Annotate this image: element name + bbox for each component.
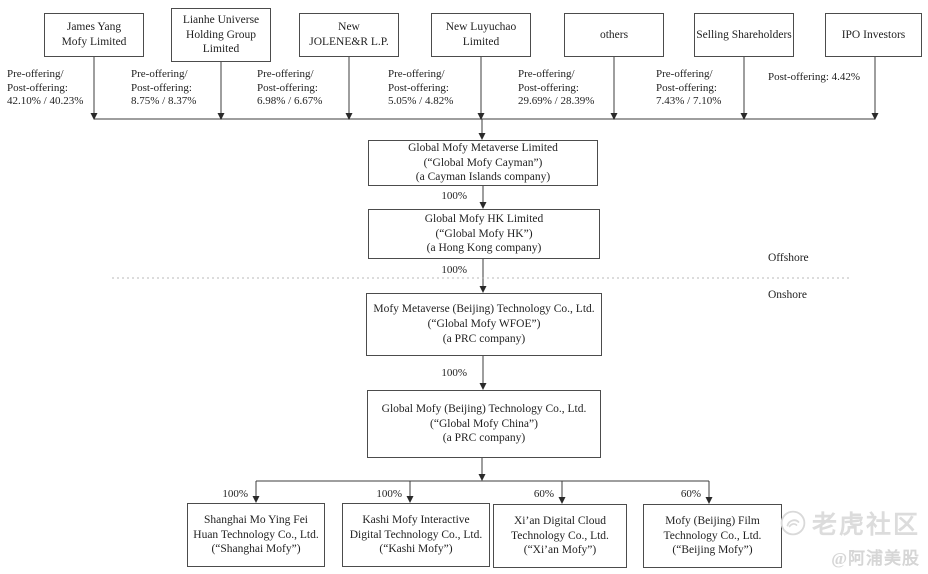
region-label-offshore: Offshore: [768, 252, 809, 264]
stake-others: Pre-offering/ Post-offering: 29.69% / 28…: [518, 68, 595, 108]
entity-label: Mofy Limited: [61, 36, 127, 48]
ownership-label-shanghai: 100%: [222, 488, 248, 500]
entity-box-ipo-investors: IPO Investors: [825, 13, 922, 57]
ownership-label-xian: 60%: [533, 488, 554, 500]
region-label-onshore: Onshore: [768, 289, 807, 301]
entity-box-new-jolener: New JOLENE&R L.P.: [299, 13, 399, 57]
entity-box-xian-mofy: Xi’an Digital Cloud Technology Co., Ltd.…: [493, 504, 627, 568]
watermark-handle: @阿浦美股: [831, 549, 921, 568]
entity-label: Limited: [202, 43, 240, 56]
entity-label: JOLENE&R L.P.: [309, 36, 389, 48]
entity-label: James Yang: [66, 21, 122, 34]
ownership-label-kashi: 100%: [376, 488, 402, 500]
stake-lianhe-universe: Pre-offering/ Post-offering: 8.75% / 8.3…: [131, 68, 197, 108]
ownership-label-wfoe-china: 100%: [441, 367, 467, 379]
watermark: 老虎社区 @阿浦美股: [780, 505, 920, 569]
entity-label: others: [599, 28, 629, 41]
entity-box-others: others: [564, 13, 664, 57]
entity-label: Lianhe Universe: [182, 13, 260, 26]
entity-label: Limited: [462, 36, 500, 48]
entity-box-global-mofy-wfoe: Mofy Metaverse (Beijing) Technology Co.,…: [366, 293, 602, 356]
entity-box-james-yang: James Yang Mofy Limited: [44, 13, 144, 57]
entity-box-kashi-mofy: Kashi Mofy Interactive Digital Technolog…: [342, 503, 490, 567]
entity-label: Selling Shareholders: [696, 28, 792, 41]
stake-james-yang: Pre-offering/ Post-offering: 42.10% / 40…: [7, 68, 84, 108]
entity-label: Holding Group: [186, 28, 256, 41]
stake-ipo-investors: Post-offering: 4.42%: [768, 71, 861, 83]
entity-label: New Luyuchao: [445, 21, 517, 34]
entity-box-selling-shareholders: Selling Shareholders: [694, 13, 794, 57]
entity-box-beijing-mofy: Mofy (Beijing) Film Technology Co., Ltd.…: [643, 504, 782, 568]
ownership-label-cayman-hk: 100%: [441, 190, 467, 202]
tiger-logo-icon: [780, 510, 806, 536]
entity-label: IPO Investors: [841, 28, 906, 41]
entity-box-global-mofy-hk: Global Mofy HK Limited (“Global Mofy HK”…: [368, 209, 600, 259]
entity-box-global-mofy-china: Global Mofy (Beijing) Technology Co., Lt…: [367, 390, 601, 458]
stake-new-luyuchao: Pre-offering/ Post-offering: 5.05% / 4.8…: [388, 68, 454, 108]
entity-box-shanghai-mofy: Shanghai Mo Ying Fei Huan Technology Co.…: [187, 503, 325, 567]
ownership-label-beijing: 60%: [680, 488, 701, 500]
ownership-label-hk-wfoe: 100%: [441, 264, 467, 276]
watermark-brand: 老虎社区: [812, 512, 921, 539]
stake-selling-shareholders: Pre-offering/ Post-offering: 7.43% / 7.1…: [656, 68, 722, 108]
entity-box-new-luyuchao: New Luyuchao Limited: [431, 13, 531, 57]
entity-box-lianhe-universe: Lianhe Universe Holding Group Limited: [171, 8, 271, 62]
stake-new-jolener: Pre-offering/ Post-offering: 6.98% / 6.6…: [257, 68, 323, 108]
entity-box-global-mofy-cayman: Global Mofy Metaverse Limited (“Global M…: [368, 140, 598, 186]
entity-label: New: [338, 21, 360, 34]
